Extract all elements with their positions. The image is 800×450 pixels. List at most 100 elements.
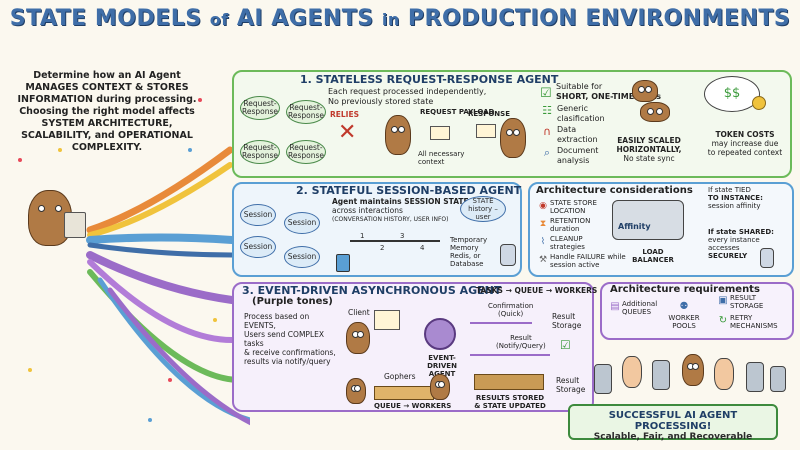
intro-text: Determine how an AI Agent MANAGES CONTEX… [17,70,197,153]
robot-icon [770,366,786,392]
arch-considerations-list: ◉STATE STORE LOCATION ⧗RETENTION duratio… [536,199,630,269]
req-item: ⚉ WORKER POOLS [668,301,700,330]
req-item: ↻ RETRY MECHANISMS [716,314,778,330]
tasks-flow-label: TASKS → QUEUE → WORKERS [476,286,598,295]
storage-icon: ▣ [718,295,728,306]
step-number: 4 [420,244,425,252]
result-arrow [470,354,550,356]
database-icon [760,248,774,268]
gopher-agent [385,115,411,155]
worker-pool-icon: ⚉ [679,301,689,312]
session-bubble: Session [284,212,320,234]
magnifier-icon: ⌕ [543,146,551,159]
req-item: ▤ Additional QUEUES [608,300,662,316]
request-response-bubble: Request-Response [240,96,280,120]
confirmation-arrow [470,322,532,324]
envelope-icon [476,124,496,138]
step-number: 1 [360,232,365,240]
section-stateful-desc: Agent maintains SESSION STATE across int… [332,197,469,223]
relies-label: RELIES [330,110,359,119]
robot-icon [746,362,764,392]
database-icon [500,244,516,266]
section-event-driven-title: 3. EVENT-DRIVEN ASYNCHRONOUS AGENT [242,284,502,297]
magnet-icon: ∩ [542,125,552,138]
gophers-label: Gophers [384,372,416,381]
success-banner: SUCCESSFUL AI AGENT PROCESSING! Scalable… [568,404,778,442]
phone-icon [336,254,350,272]
success-banner-subtitle: Scalable, Fair, and Recoverable [593,432,753,442]
person-icon [622,356,642,388]
request-payload-label: REQUEST PAYLOAD [420,108,495,116]
client-label: Client [348,308,370,317]
pin-icon: ◉ [539,201,547,211]
robot-icon [594,364,612,394]
check-icon: ☑ [540,86,552,101]
queue-icon: ▤ [610,301,620,312]
session-bubble: Session [240,204,276,226]
storage-note: Temporary Memory Redis, or Database [450,236,488,268]
req-item: ▣ RESULT STORAGE [716,294,774,310]
gopher-scaled [640,102,670,122]
gopher-worker [430,374,450,400]
section-event-driven-desc: Process based on EVENTS, Users send COMP… [244,312,336,366]
money-thought-icon: $$ [704,76,760,112]
person-icon [714,358,734,390]
token-cost-note: TOKEN COSTS may increase due to repeated… [707,130,783,157]
gear-icon [424,318,456,350]
result-notify-label: Result (Notify/Query) [496,334,546,350]
coin-icon [752,96,766,110]
section-stateless-desc: Each request processed independently, No… [328,87,487,106]
gopher-client [346,322,370,354]
hourglass-icon: ⧗ [539,219,547,229]
arch-requirements-panel [600,282,794,340]
results-conveyor [474,374,544,390]
suitable-note: Suitable for SHORT, ONE-TIME tasks [556,82,662,101]
arch-requirements-title: Architecture requirements [610,284,760,295]
shared-note: If state SHARED: every instance accesses… [708,228,774,260]
section-stateful-title: 2. STATEFUL SESSION-BASED AGENT [296,184,522,197]
celebration-crowd [590,346,790,404]
clipboard-icon [64,212,86,238]
tied-note: If state TIED TO INSTANCE: session affin… [708,186,763,210]
gopher-celebrating [682,354,704,386]
request-response-bubble: Request-Response [240,140,280,164]
step-number: 3 [400,232,405,240]
broom-icon: ⌇ [540,237,546,247]
affinity-label: Affinity [618,222,651,231]
gopher-scaled [632,80,658,102]
request-response-bubble: Request-Response [286,100,326,124]
queue-boxes [374,386,434,400]
result-storage-label-2: Result Storage [556,376,586,394]
gopher-receiver [500,118,526,158]
wrench-icon: ⚒ [538,255,548,265]
results-stored-label: RESULTS STORED & STATE UPDATED [474,394,546,410]
session-bubble: Session [284,246,320,268]
robot-icon [652,360,670,390]
session-bubble: Session [240,236,276,258]
request-response-bubble: Request-Response [286,140,326,164]
session-timeline [350,240,440,242]
response-label: RESPONSE [468,110,510,118]
queue-workers-label: QUEUE → WORKERS [374,402,452,410]
cross-icon: ✕ [338,120,357,145]
load-balancer-label: LOAD BALANCER [632,248,674,264]
checklist-icon: ☷ [542,104,552,117]
flow-arrows-illustration [18,98,250,426]
arch-considerations-title: Architecture considerations [536,185,693,196]
section-event-driven-subtitle: (Purple tones) [252,296,333,307]
page-title: STATE MODELS of AI AGENTS in PRODUCTION … [9,6,791,31]
load-balancer-machine [612,200,684,240]
step-number: 2 [380,244,385,252]
section-stateless-title: 1. STATELESS REQUEST-RESPONSE AGENT [300,73,559,86]
result-storage-label: Result Storage [552,312,582,330]
all-context-note: All necessary context [418,150,465,166]
envelope-icon [374,310,400,330]
confirmation-label: Confirmation (Quick) [488,302,534,318]
check-icon: ☑ [560,338,571,352]
use-case-list: ☷ Generic clasification ∩ Data extractio… [540,104,607,165]
envelope-icon [430,126,450,140]
scaled-note: EASILY SCALED HORIZONTALLY, No state syn… [616,136,682,163]
success-banner-title: SUCCESSFUL AI AGENT PROCESSING! [608,410,738,432]
retry-icon: ↻ [718,315,728,326]
gopher-worker [346,378,366,404]
